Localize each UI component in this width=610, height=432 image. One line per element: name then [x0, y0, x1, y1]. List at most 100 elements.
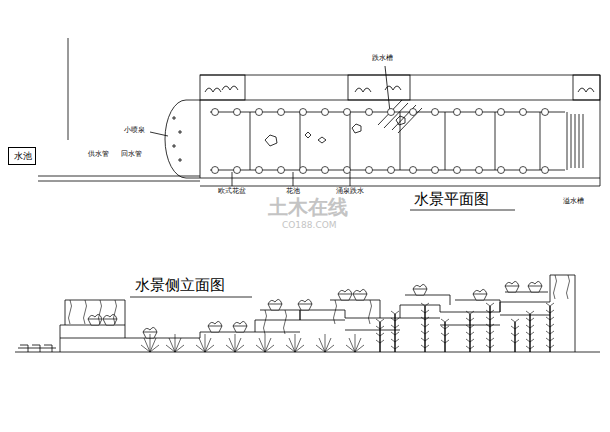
part-label: 小喷泉	[124, 127, 145, 135]
grass-plant	[141, 334, 159, 352]
rock	[265, 116, 405, 146]
bamboo-leaf	[421, 331, 429, 334]
nozzle	[476, 167, 483, 174]
fountain-nozzles	[212, 109, 549, 174]
bamboo-leaf	[546, 324, 554, 327]
flower-pot	[338, 294, 352, 300]
bamboo-leaf	[526, 325, 534, 328]
bamboo-leaf	[391, 311, 399, 314]
pool-edge	[210, 112, 565, 170]
nozzle	[410, 109, 417, 116]
planter	[573, 75, 600, 100]
pot-plant	[298, 299, 312, 304]
bamboo-leaf	[526, 332, 534, 335]
bamboo-leaf	[421, 338, 429, 341]
bamboo-leaf	[546, 331, 554, 334]
nozzle	[388, 109, 395, 116]
fountain-basin	[165, 100, 200, 178]
pot-plant	[143, 327, 157, 332]
flower-pot	[505, 286, 519, 292]
bamboo-leaf	[486, 303, 494, 306]
bamboo-leaf	[511, 319, 519, 322]
hanging-vine	[554, 275, 557, 299]
hanging-vine	[69, 300, 72, 324]
nozzle	[256, 109, 263, 116]
nozzle	[300, 167, 307, 174]
pot-plant	[233, 321, 247, 326]
hanging-vine	[264, 310, 267, 334]
grass-plant	[256, 334, 274, 352]
nozzle	[278, 167, 285, 174]
step-course	[60, 292, 550, 338]
bamboo-leaf	[466, 346, 474, 349]
pot-plant	[338, 289, 352, 294]
bamboo-leaf	[466, 325, 474, 328]
cascade-trough	[378, 100, 422, 133]
nozzle	[366, 109, 373, 116]
bamboo-leaf	[466, 318, 474, 321]
flower-pot	[268, 304, 282, 310]
nozzle	[542, 167, 549, 174]
ground-line	[15, 352, 600, 353]
part-label: 溢水槽	[563, 198, 584, 206]
bamboo-leaf	[526, 311, 534, 314]
fountain-jets	[172, 116, 182, 162]
bamboo-leaf	[546, 317, 554, 320]
bamboo-leaf	[526, 346, 534, 349]
flower-pot	[233, 326, 247, 332]
hanging-vine	[84, 300, 87, 324]
view-title: 水景平面图	[414, 191, 489, 208]
bamboo-leaf	[511, 326, 519, 329]
flower-pot	[528, 286, 542, 292]
node-text: 水池	[14, 152, 30, 162]
bamboo-leaf	[421, 324, 429, 327]
watermark: 土木在线	[268, 196, 348, 218]
pipe-label: 回水管	[121, 151, 142, 159]
part-label: 涌泉跌水	[336, 188, 364, 196]
nozzle	[432, 167, 439, 174]
pot-plant	[268, 299, 282, 304]
nozzle	[476, 109, 483, 116]
channel-edge	[200, 100, 600, 178]
bamboo-leaf	[526, 318, 534, 321]
bamboo-leaf	[391, 346, 399, 349]
nozzle	[542, 109, 549, 116]
flower-pot	[208, 326, 222, 332]
bamboo-leaf	[546, 345, 554, 348]
bamboo-leaf	[376, 326, 384, 329]
part-label: 花池	[286, 188, 300, 196]
nozzle	[300, 109, 307, 116]
bamboo-stem	[529, 314, 530, 352]
bamboo-leaf	[486, 338, 494, 341]
flower-pot	[353, 294, 367, 300]
planter-plants	[205, 86, 594, 92]
bamboo-leaf	[421, 345, 429, 348]
part-label: 跌水槽	[372, 55, 393, 63]
pot-plant	[103, 314, 117, 319]
step-wall	[60, 275, 575, 352]
flower-pot	[103, 319, 117, 325]
nozzle	[498, 167, 505, 174]
bamboo-leaf	[391, 339, 399, 342]
bamboo-leaf	[421, 310, 429, 313]
bamboo-stem	[469, 314, 470, 352]
bamboo-leaf	[466, 311, 474, 314]
nozzle	[388, 167, 395, 174]
pool-box: 水池	[8, 147, 36, 165]
plan-outline	[200, 75, 600, 186]
nozzle	[498, 109, 505, 116]
building-line	[68, 38, 69, 140]
pot-plant	[528, 281, 542, 286]
pot-plant	[208, 321, 222, 326]
leader-line	[150, 132, 168, 136]
bamboo-leaf	[441, 340, 449, 343]
bamboo-stem	[379, 322, 380, 352]
watermark: CO188.COM	[282, 221, 337, 231]
bamboo-leaf	[421, 303, 429, 306]
bamboo-leaf	[441, 326, 449, 329]
planter	[200, 75, 245, 100]
grass-plant	[286, 334, 304, 352]
bamboo-leaf	[546, 310, 554, 313]
bamboo-leaf	[546, 338, 554, 341]
